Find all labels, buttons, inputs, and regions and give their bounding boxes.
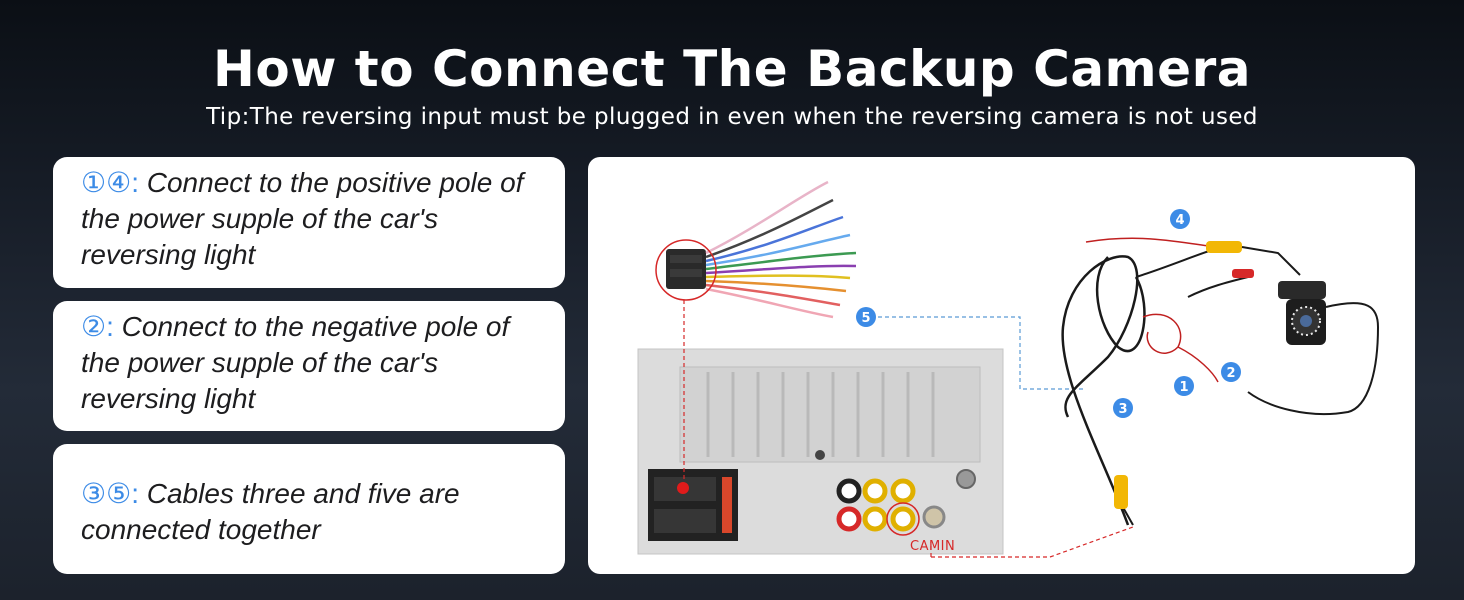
callout-4: 4 bbox=[1170, 209, 1190, 229]
step-card-2: ②: Connect to the negative pole of the p… bbox=[53, 301, 565, 431]
wiring-diagram-svg: CAMIN bbox=[637, 180, 1380, 558]
power-pin-dot bbox=[677, 482, 689, 494]
step-text: Connect to the negative pole of the powe… bbox=[81, 311, 510, 414]
svg-text:5: 5 bbox=[861, 311, 870, 326]
dashed-line-camin bbox=[930, 526, 1134, 558]
svg-text:1: 1 bbox=[1179, 380, 1188, 395]
step-card-3-5: ③⑤: Cables three and five are connected … bbox=[53, 444, 565, 574]
callout-5: 5 bbox=[856, 307, 876, 327]
svg-text:3: 3 bbox=[1118, 402, 1127, 417]
step-text: Connect to the positive pole of the powe… bbox=[81, 167, 524, 270]
camera-cable bbox=[1061, 237, 1380, 526]
step-markers: ③⑤: bbox=[81, 478, 139, 509]
step-markers: ②: bbox=[81, 311, 114, 342]
rca-jacks bbox=[836, 469, 976, 536]
callout-markers: 4 5 3 1 2 bbox=[856, 209, 1241, 418]
step-card-1-4: ①④: Connect to the positive pole of the … bbox=[53, 157, 565, 288]
callout-2: 2 bbox=[1221, 362, 1241, 382]
camin-label: CAMIN bbox=[910, 539, 955, 554]
callout-3: 3 bbox=[1113, 398, 1133, 418]
page-title: How to Connect The Backup Camera bbox=[213, 40, 1251, 98]
wiring-harness bbox=[655, 180, 857, 319]
wiring-diagram: CAMIN bbox=[588, 157, 1415, 574]
tip-text: Tip:The reversing input must be plugged … bbox=[206, 104, 1258, 130]
step-text: Cables three and five are connected toge… bbox=[81, 478, 460, 545]
callout-1: 1 bbox=[1174, 376, 1194, 396]
head-unit: CAMIN bbox=[637, 348, 1004, 555]
harness-highlight-ring bbox=[655, 239, 717, 301]
svg-text:4: 4 bbox=[1175, 213, 1184, 228]
camin-highlight-ring bbox=[886, 502, 920, 536]
svg-text:2: 2 bbox=[1226, 366, 1235, 381]
dashed-line-blue bbox=[878, 316, 1083, 390]
step-markers: ①④: bbox=[81, 167, 139, 198]
